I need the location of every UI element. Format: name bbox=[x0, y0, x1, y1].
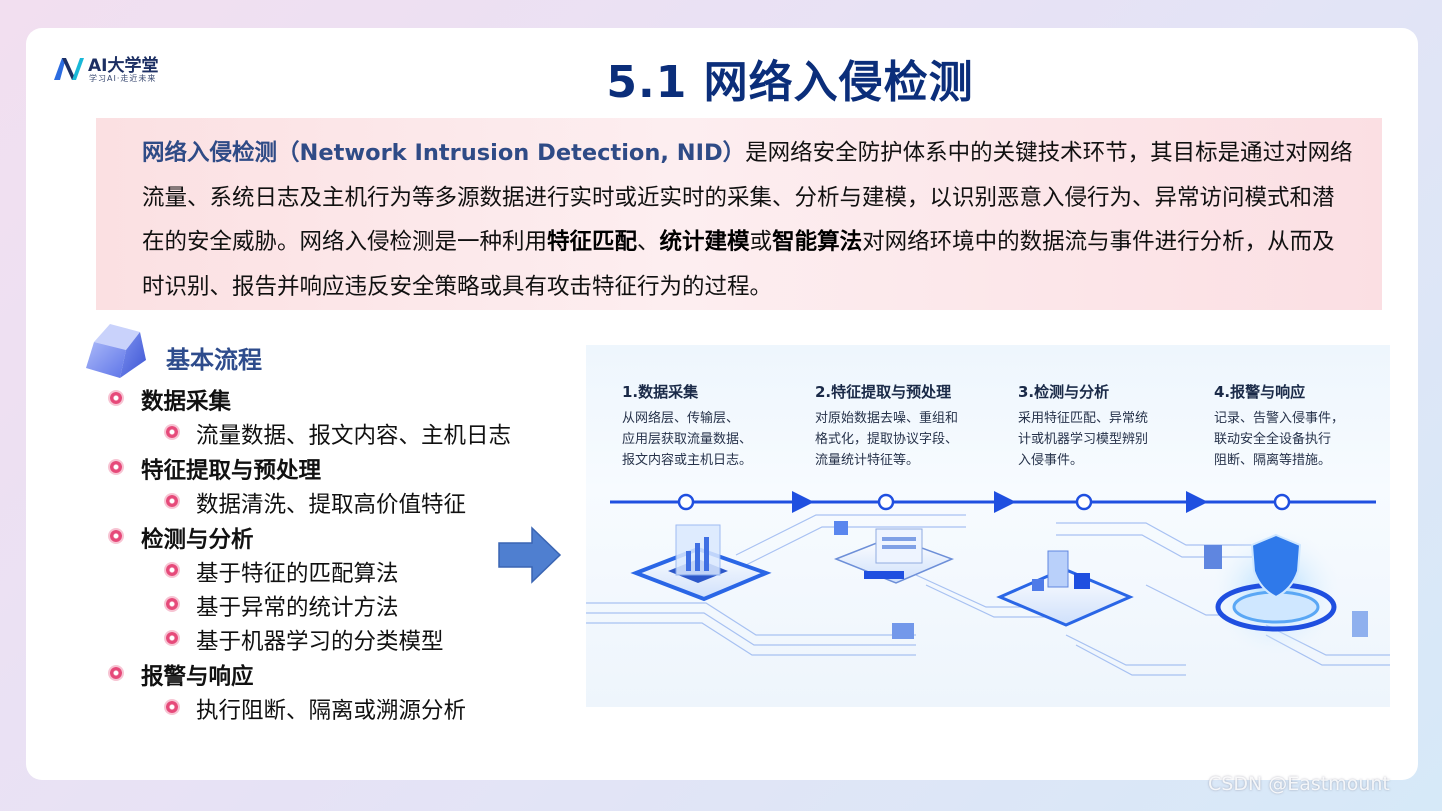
watermark: CSDN @Eastmount bbox=[1208, 773, 1390, 795]
process-item: 基于异常的统计方法 bbox=[196, 595, 399, 621]
process-item: 数据清洗、提取高价值特征 bbox=[196, 492, 467, 518]
step-desc: 从网络层、传输层、应用层获取流量数据、报文内容或主机日志。 bbox=[622, 411, 753, 468]
definition-part2: 对网络环境中的数据流与事件进行分析，从而及时识别、报告并响应违反安全策略或具有攻… bbox=[142, 229, 1335, 300]
process-step-collection: 数据采集 bbox=[141, 389, 232, 415]
illustration-step-4: 4.报警与响应 记录、告警入侵事件，联动安全全设备执行阻断、隔离等措施。 bbox=[1214, 382, 1390, 471]
bullet-icon bbox=[166, 598, 178, 610]
definition-part1: 是网络安全防护体系中的关键技术环节，其目标是通过对网络流量、系统日志及主机行为等… bbox=[142, 140, 1353, 255]
step-desc: 采用特征匹配、异常统计或机器学习模型辨别入侵事件。 bbox=[1018, 411, 1149, 468]
logo: AI大学堂 学习AI·走近未来 bbox=[52, 52, 192, 88]
logo-name: AI大学堂 bbox=[88, 56, 159, 76]
step-title: 1.数据采集 bbox=[622, 383, 699, 401]
illustration-step-3: 3.检测与分析 采用特征匹配、异常统计或机器学习模型辨别入侵事件。 bbox=[1018, 382, 1198, 471]
definition-text: 网络入侵检测（Network Intrusion Detection, NID）… bbox=[142, 131, 1356, 309]
keyword-statistical-modeling: 统计建模 bbox=[659, 229, 750, 255]
definition-box: 网络入侵检测（Network Intrusion Detection, NID）… bbox=[96, 118, 1382, 310]
illustration-step-2: 2.特征提取与预处理 对原始数据去噪、重组和格式化，提取协议字段、流量统计特征等… bbox=[815, 382, 995, 471]
process-item: 流量数据、报文内容、主机日志 bbox=[196, 423, 512, 449]
bullet-icon bbox=[110, 461, 122, 473]
cube-icon bbox=[86, 324, 146, 378]
bullet-icon bbox=[110, 392, 122, 404]
bullet-icon bbox=[166, 632, 178, 644]
process-step-detection: 检测与分析 bbox=[141, 527, 254, 553]
bullet-icon bbox=[166, 495, 178, 507]
step-title: 3.检测与分析 bbox=[1018, 383, 1110, 401]
process-step-response: 报警与响应 bbox=[141, 664, 254, 690]
process-step-feature: 特征提取与预处理 bbox=[141, 458, 322, 484]
keyword-intelligent-algorithm: 智能算法 bbox=[772, 229, 863, 255]
keyword-feature-matching: 特征匹配 bbox=[547, 229, 638, 255]
section-title: 基本流程 bbox=[166, 346, 262, 374]
definition-sep2: 或 bbox=[749, 229, 773, 255]
step-desc: 记录、告警入侵事件，联动安全全设备执行阻断、隔离等措施。 bbox=[1214, 411, 1345, 468]
step-title: 2.特征提取与预处理 bbox=[815, 383, 952, 401]
page-title: 5.1 网络入侵检测 bbox=[606, 57, 974, 108]
logo-slogan: 学习AI·走近未来 bbox=[89, 74, 157, 83]
process-item: 基于特征的匹配算法 bbox=[196, 561, 399, 587]
definition-term: 网络入侵检测（Network Intrusion Detection, NID） bbox=[142, 140, 746, 166]
logo-mark-icon bbox=[54, 58, 84, 80]
bullet-icon bbox=[166, 564, 178, 576]
bullet-icon bbox=[110, 530, 122, 542]
step-desc: 对原始数据去噪、重组和格式化，提取协议字段、流量统计特征等。 bbox=[815, 411, 959, 468]
flow-graphic bbox=[586, 491, 1390, 676]
step-title: 4.报警与响应 bbox=[1214, 383, 1306, 401]
bullet-icon bbox=[110, 667, 122, 679]
illustration-step-1: 1.数据采集 从网络层、传输层、应用层获取流量数据、报文内容或主机日志。 bbox=[622, 382, 802, 471]
definition-sep1: 、 bbox=[637, 229, 660, 255]
right-arrow-icon bbox=[498, 526, 562, 584]
bullet-icon bbox=[166, 426, 178, 438]
process-item: 执行阻断、隔离或溯源分析 bbox=[196, 698, 467, 724]
bullet-icon bbox=[166, 701, 178, 713]
process-illustration: 1.数据采集 从网络层、传输层、应用层获取流量数据、报文内容或主机日志。 2.特… bbox=[586, 345, 1390, 707]
process-item: 基于机器学习的分类模型 bbox=[196, 629, 444, 655]
